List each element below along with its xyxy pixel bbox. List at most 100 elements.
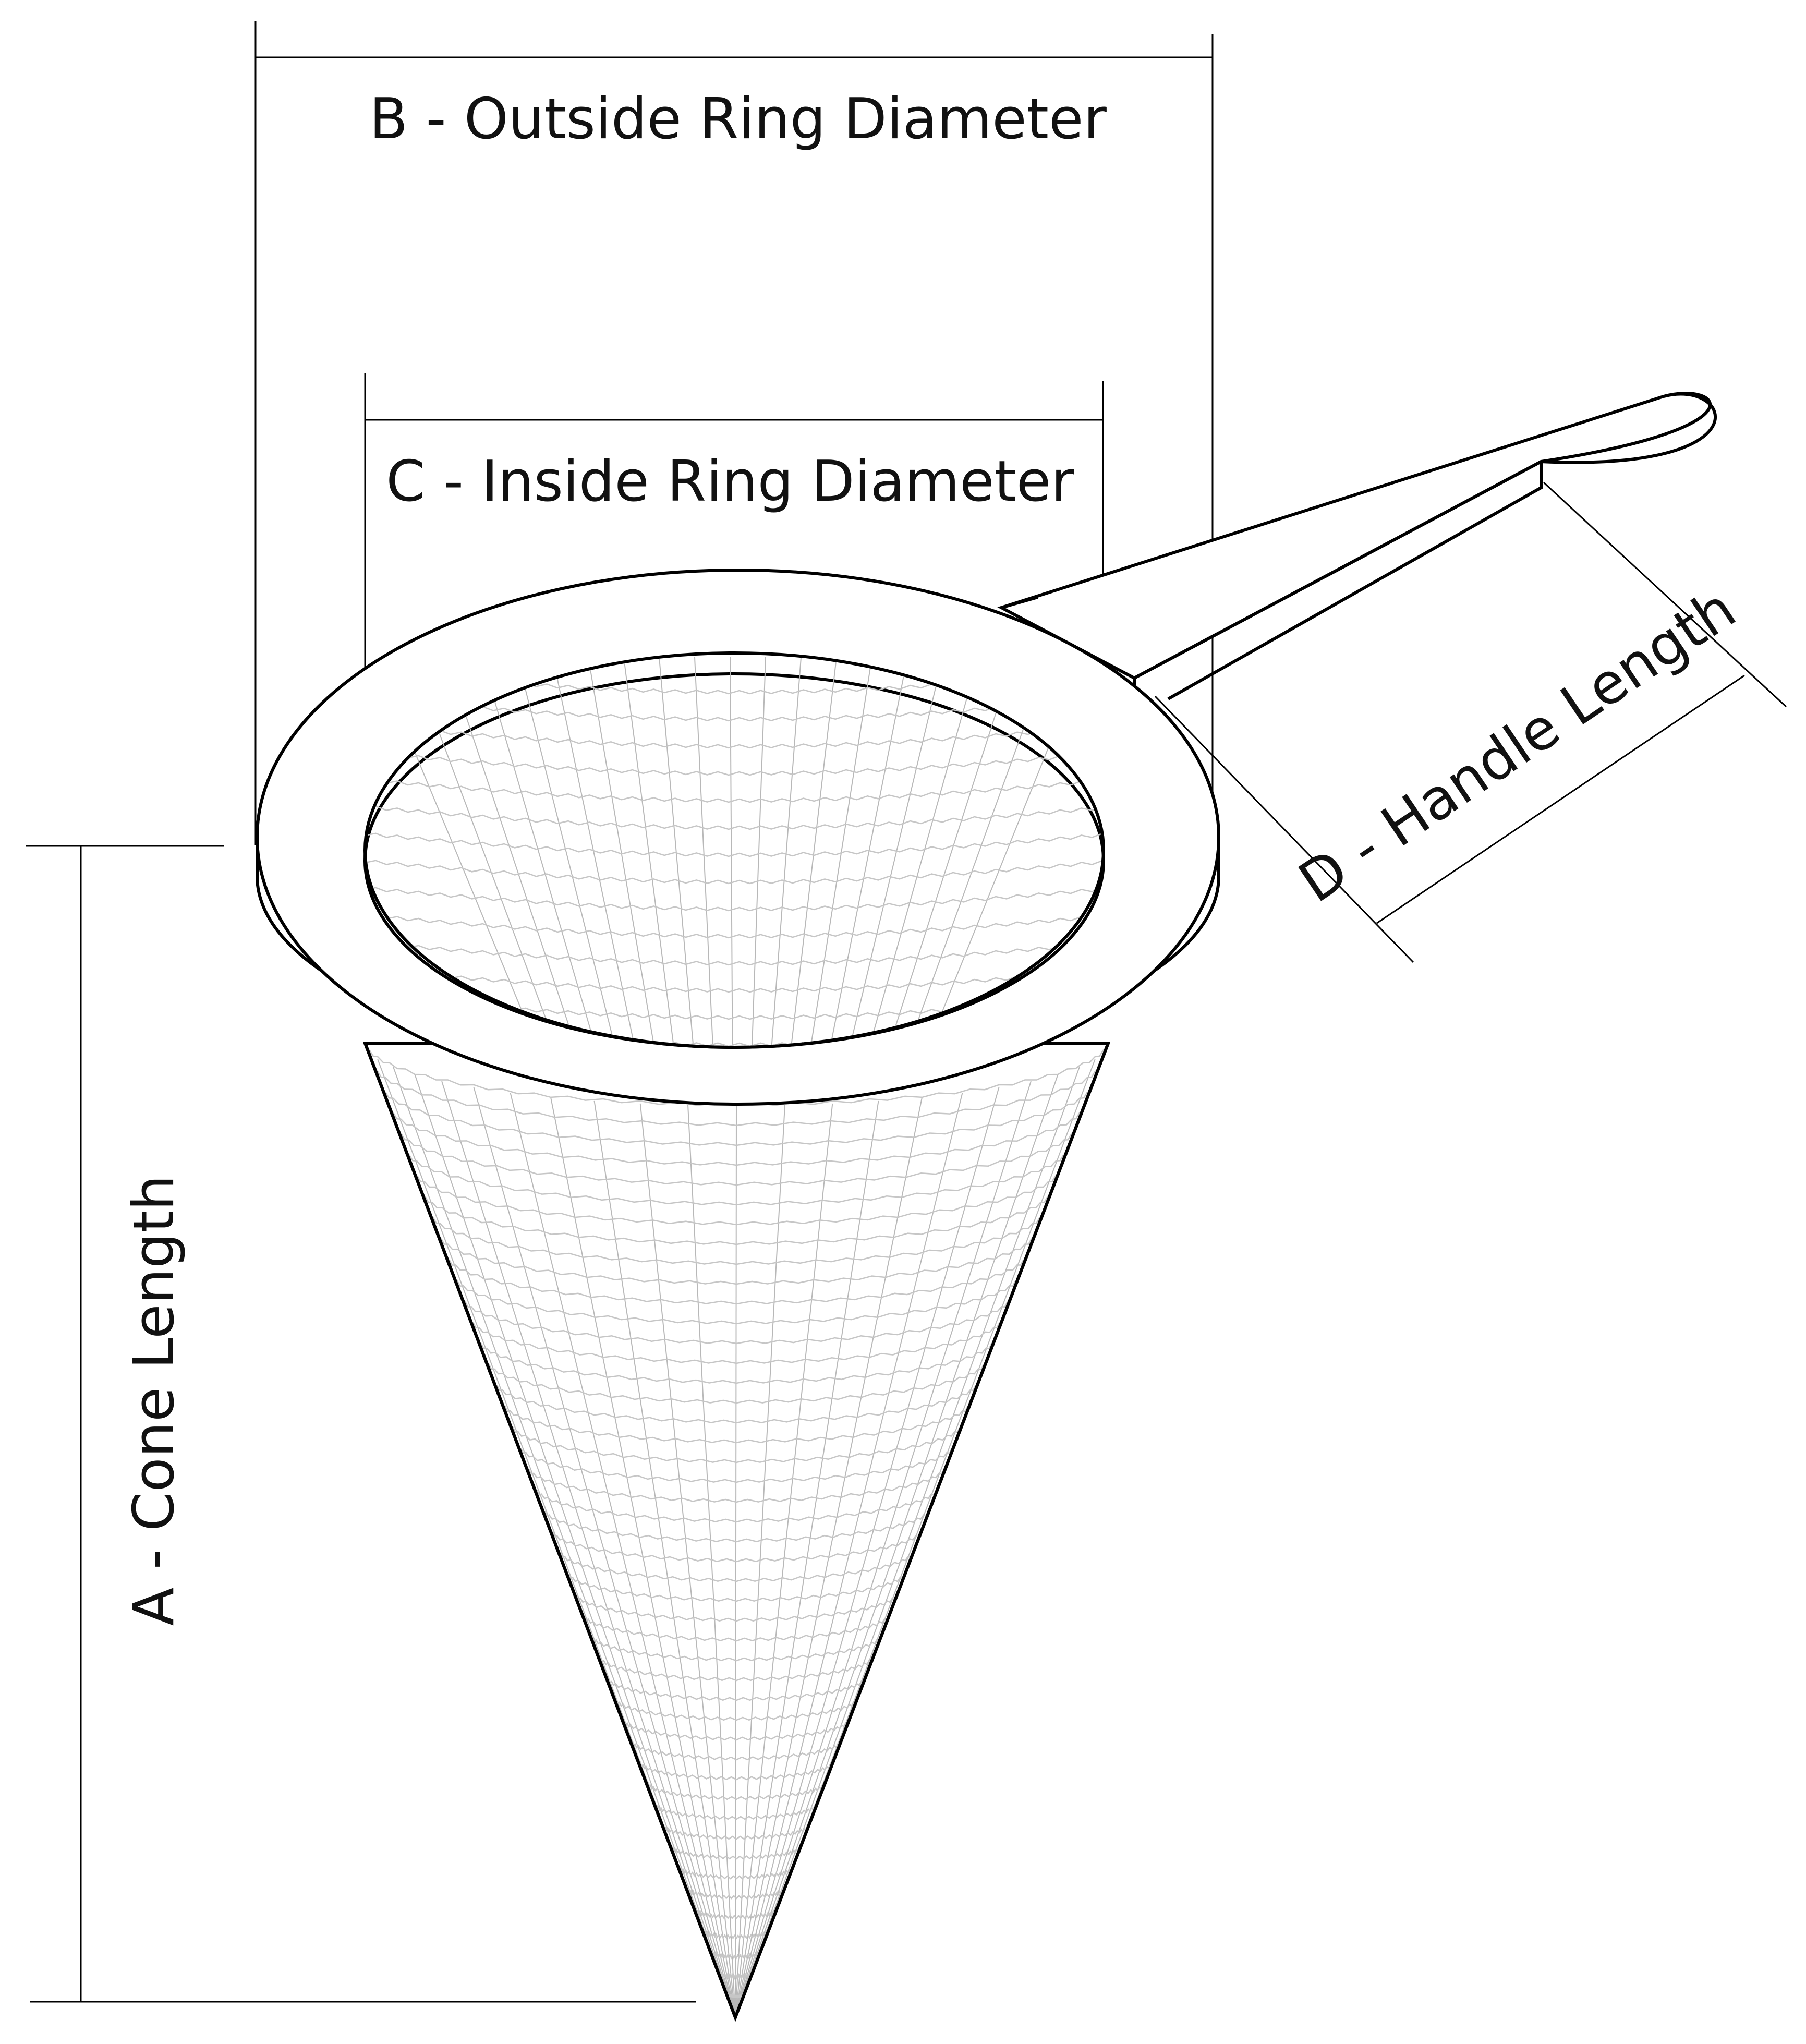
label-outside-ring-diameter: B - Outside Ring Diameter	[369, 87, 1107, 152]
inner-mesh-ring	[367, 805, 1102, 830]
handle-joint	[1001, 596, 1038, 609]
cone-edge	[363, 1042, 1110, 2022]
cone-mesh-ring	[381, 1085, 1092, 1146]
inner-mesh-meridian	[790, 657, 837, 1046]
cone-mesh-meridian	[593, 1100, 736, 2017]
cone-mesh-ring	[607, 1677, 866, 1701]
inner-mesh-meridian	[481, 657, 597, 1046]
dimension-a-cone: A - Cone Length	[26, 845, 696, 2003]
cone-mesh-ring	[493, 1380, 979, 1424]
inner-mesh-ring	[367, 968, 1102, 993]
cone-mesh-ring	[542, 1508, 931, 1543]
cone-mesh-ring	[397, 1127, 1076, 1186]
inner-mesh-meridian	[552, 657, 636, 1046]
cone-mesh-ring	[703, 1930, 770, 1940]
cone-mesh-ring	[550, 1529, 923, 1563]
cone-mesh-ring	[623, 1719, 850, 1741]
cone-mesh-ring	[679, 1867, 794, 1880]
cone-mesh-ring	[517, 1443, 955, 1483]
cone-mesh-ring	[421, 1191, 1052, 1245]
cone-mesh-ring	[558, 1550, 915, 1582]
cone-mesh-ring	[614, 1698, 858, 1721]
inner-mesh-meridian	[888, 657, 1014, 1046]
cone-body	[362, 1042, 1111, 2022]
cone-mesh-ring	[437, 1233, 1036, 1285]
cone-mesh-ring	[574, 1592, 899, 1622]
label-inside-ring-diameter: C - Inside Ring Diameter	[386, 449, 1074, 514]
inner-mesh-meridian	[446, 657, 577, 1046]
cone-mesh-ring	[429, 1212, 1044, 1265]
cone-mesh-ring	[372, 1063, 1100, 1127]
cone-mesh-ring	[647, 1782, 826, 1800]
cone-mesh-ring	[510, 1422, 963, 1464]
inner-mesh-ring	[367, 914, 1102, 939]
handle-top-face	[997, 392, 1717, 680]
cone-mesh-ring	[469, 1317, 1003, 1364]
ring-inner-lip	[363, 672, 1105, 1049]
cone-mesh-ring	[477, 1338, 996, 1384]
cone-mesh-ring	[590, 1635, 882, 1662]
inner-mesh-ring	[367, 887, 1102, 912]
cone-mesh-ring	[413, 1169, 1060, 1226]
inner-mesh-meridian	[868, 657, 979, 1046]
inner-mesh-ring	[367, 832, 1102, 857]
cone-mesh-meridian	[735, 1103, 833, 2017]
label-cone-length: A - Cone Length	[122, 1175, 187, 1626]
inner-mesh-ring	[367, 941, 1102, 966]
inner-mesh-meridian	[694, 657, 714, 1046]
cone-mesh-meridian	[735, 1100, 879, 2017]
cone-mesh-ring	[566, 1571, 907, 1602]
cone-mesh-ring	[663, 1824, 810, 1840]
handle-rounded-end	[1541, 392, 1712, 463]
dimension-d-line	[1376, 674, 1745, 924]
ring-inner-opening	[363, 651, 1105, 1049]
cone-mesh-meridian	[393, 1067, 736, 2017]
cone-mesh-ring	[462, 1296, 1011, 1345]
inner-mesh-meridian	[730, 657, 733, 1046]
cone-mesh-ring	[598, 1655, 875, 1682]
cone-mesh-ring	[534, 1484, 939, 1523]
ring	[255, 569, 1221, 1106]
dimension-c-inside-ring: C - Inside Ring Diameter	[364, 373, 1104, 845]
cone-mesh-meridian	[735, 1105, 785, 2017]
dimension-b-outside-ring: B - Outside Ring Diameter	[254, 21, 1214, 845]
inner-mesh-meridian	[588, 657, 655, 1046]
inner-mesh-meridian	[829, 657, 908, 1046]
handle-side-face	[1167, 462, 1543, 700]
cone-mesh-ring	[582, 1613, 891, 1642]
cone-mesh-ring	[453, 1275, 1020, 1325]
inner-mesh-meridian	[517, 657, 616, 1046]
label-handle-length: D - Handle Length	[1288, 576, 1747, 915]
cone-mesh-meridian	[687, 1105, 736, 2017]
cone-mesh-ring	[671, 1846, 802, 1860]
cone-mesh-ring	[365, 1043, 1108, 1107]
cone-mesh-meridian	[735, 1087, 1000, 2017]
inner-mesh-meridian	[849, 657, 943, 1046]
inner-mesh-meridian	[751, 657, 766, 1046]
cone-mesh-meridian	[735, 1092, 963, 2017]
cone-mesh-ring	[405, 1148, 1068, 1206]
cone-mesh-meridian	[473, 1087, 736, 2017]
dimension-d-far-extension	[1543, 481, 1787, 708]
cone-mesh-meridian	[441, 1081, 736, 2017]
inner-mesh-meridian	[771, 657, 802, 1046]
cone-mesh-meridian	[639, 1103, 736, 2017]
cone-mesh-ring	[486, 1359, 987, 1404]
cone-mesh-ring	[654, 1804, 818, 1820]
cone-mesh-meridian	[735, 1081, 1032, 2017]
inner-mesh-ring	[367, 724, 1102, 749]
cone-mesh-ring	[631, 1740, 842, 1761]
inner-mesh-ring	[367, 860, 1102, 885]
cone-mesh-ring	[502, 1400, 971, 1444]
cone-mesh-ring	[445, 1254, 1027, 1305]
cone-mesh-ring	[639, 1761, 834, 1781]
inner-mesh-ring	[367, 778, 1102, 803]
cone-mesh-ring	[526, 1463, 947, 1503]
dimension-d-near-extension	[1154, 695, 1414, 963]
cone-mesh-ring	[389, 1106, 1084, 1166]
inner-mesh-ring	[367, 751, 1102, 776]
cone-mesh-ring	[687, 1888, 786, 1900]
cone-mesh-meridian	[510, 1092, 736, 2017]
inner-mesh-ring	[367, 697, 1102, 722]
